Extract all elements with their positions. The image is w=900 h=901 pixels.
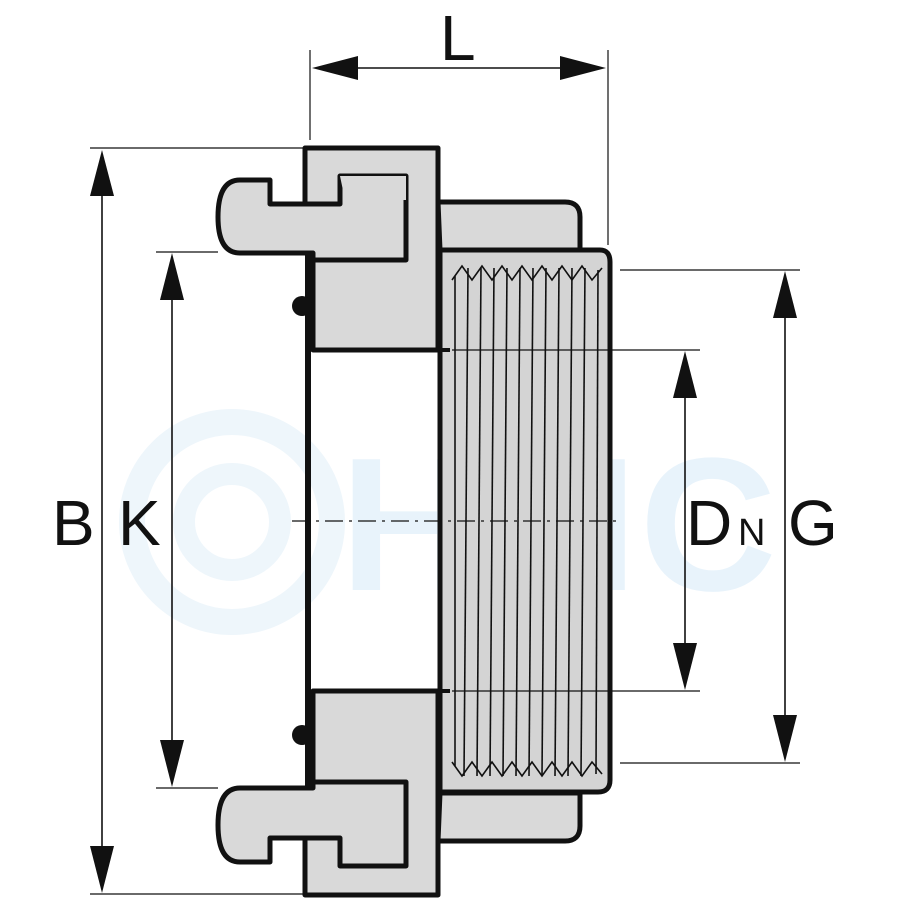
extension-lines [90, 50, 800, 895]
lower-body [215, 688, 583, 898]
o-ring-top [292, 296, 312, 316]
label-d: D [686, 487, 732, 559]
dimension-dn: D N [673, 351, 765, 690]
label-d-subscript: N [738, 512, 765, 554]
dimension-g: G [773, 271, 838, 762]
dimension-l: L [312, 2, 606, 80]
label-g: G [788, 487, 838, 559]
o-ring-bottom [292, 725, 312, 745]
dimension-k: K [118, 253, 184, 787]
label-l: L [440, 2, 476, 74]
label-k: K [118, 487, 161, 559]
label-b: B [52, 487, 95, 559]
dimension-b: B [52, 150, 114, 893]
upper-body [215, 145, 583, 353]
